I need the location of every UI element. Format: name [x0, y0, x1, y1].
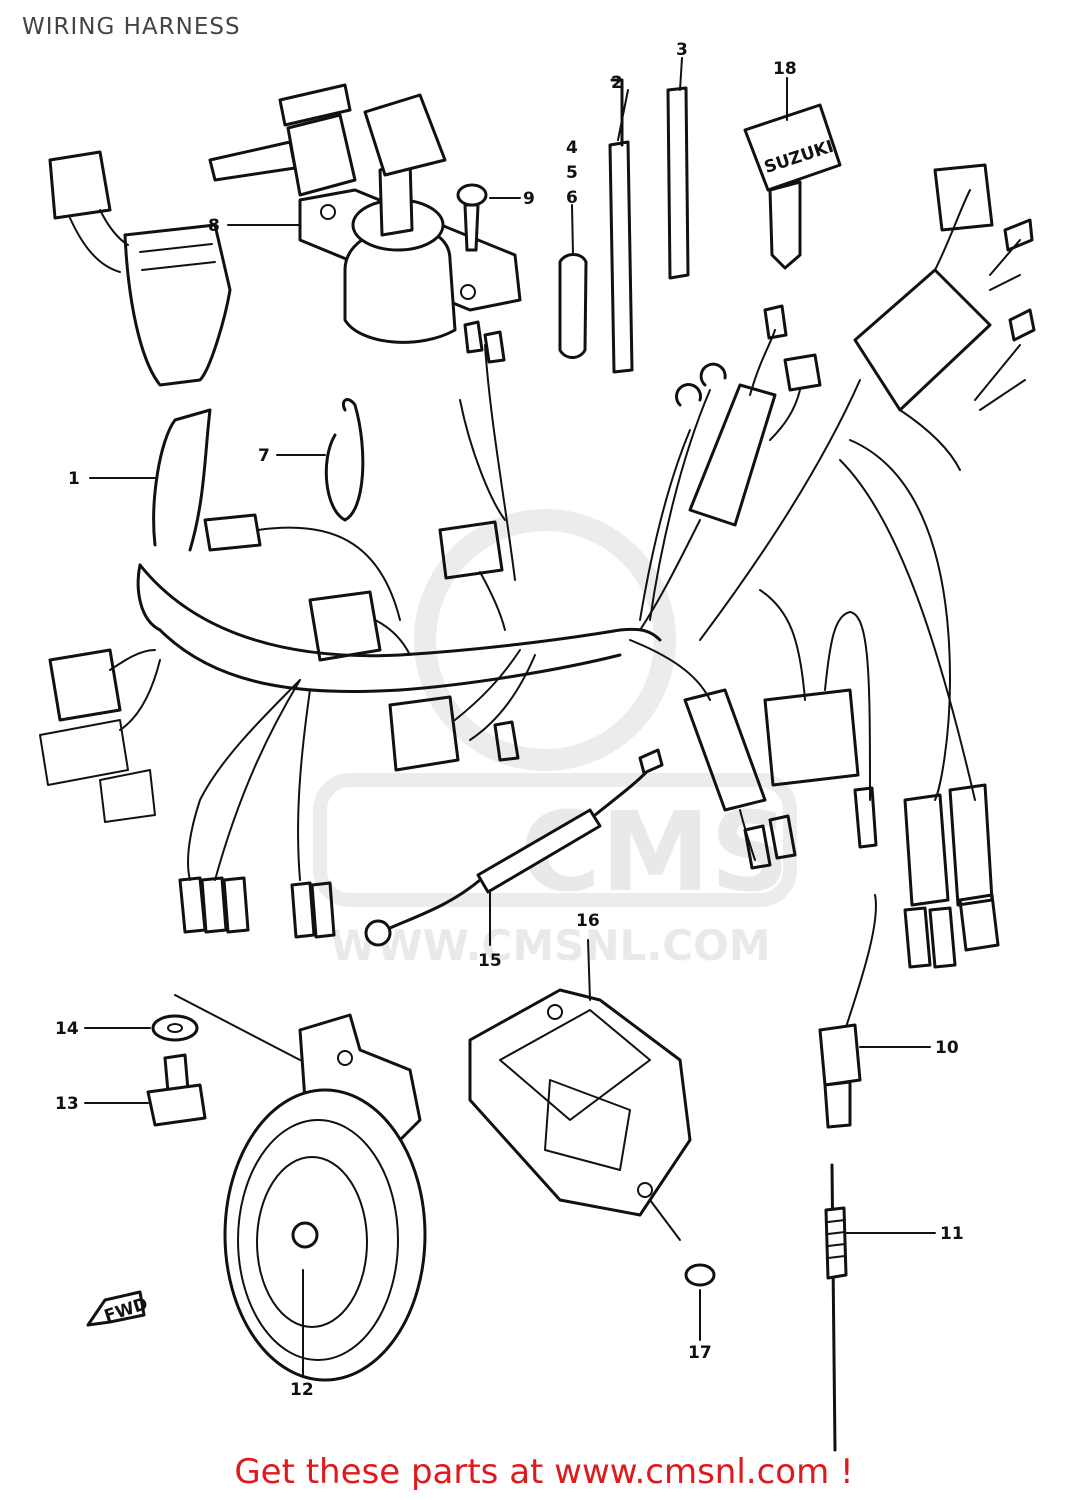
callout-15: 15	[478, 951, 502, 971]
cms-watermark: CMS WWW.CMSNL.COM	[313, 509, 797, 970]
key-part-18: SUZUKI	[743, 103, 842, 270]
callout-18: 18	[773, 59, 797, 79]
clip-part-4-5-6	[558, 253, 588, 359]
spring-part-11	[824, 1163, 848, 1452]
callout-2: 2	[611, 73, 623, 93]
callout-5: 5	[566, 163, 578, 183]
callout-3: 3	[676, 40, 688, 60]
parts-link[interactable]: Get these parts at www.cmsnl.com !	[234, 1452, 854, 1492]
wire-clamp-part-7	[324, 398, 365, 522]
diagram-title: WIRING HARNESS	[22, 14, 241, 40]
callout-11: 11	[940, 1224, 964, 1244]
callouts: 1 2 3 4 5 6 7 8 9 10 11 12 13 14 15 16 1…	[55, 40, 964, 1400]
watermark-brand: CMS	[520, 788, 789, 916]
washer-part-14	[151, 1014, 199, 1042]
callout-9: 9	[523, 189, 535, 209]
callout-10: 10	[935, 1038, 959, 1058]
screw-part-9	[456, 183, 488, 252]
callout-12: 12	[290, 1380, 314, 1400]
callout-8: 8	[208, 216, 220, 236]
main-harness	[39, 150, 1036, 969]
regulator-part-16	[468, 988, 692, 1241]
ground-wire-part-15	[364, 748, 664, 947]
callout-1: 1	[68, 469, 80, 489]
bolt-part-13	[146, 1053, 207, 1127]
callout-7: 7	[258, 446, 270, 466]
callout-16: 16	[576, 911, 600, 931]
callout-4: 4	[566, 138, 578, 158]
ignition-switch-part-8	[208, 83, 522, 344]
callout-13: 13	[55, 1094, 79, 1114]
switch-part-10	[818, 894, 877, 1129]
leader-lines	[84, 57, 936, 1376]
callout-14: 14	[55, 1019, 79, 1039]
rod-part-3	[666, 86, 690, 280]
callout-17: 17	[688, 1343, 712, 1363]
screw-part-17	[684, 1263, 716, 1287]
callout-6: 6	[566, 188, 578, 208]
rod-part-2	[608, 78, 634, 374]
horn-part-12	[174, 994, 427, 1382]
front-arrow-icon: FWD	[86, 1290, 150, 1327]
watermark-url: WWW.CMSNL.COM	[330, 921, 771, 970]
